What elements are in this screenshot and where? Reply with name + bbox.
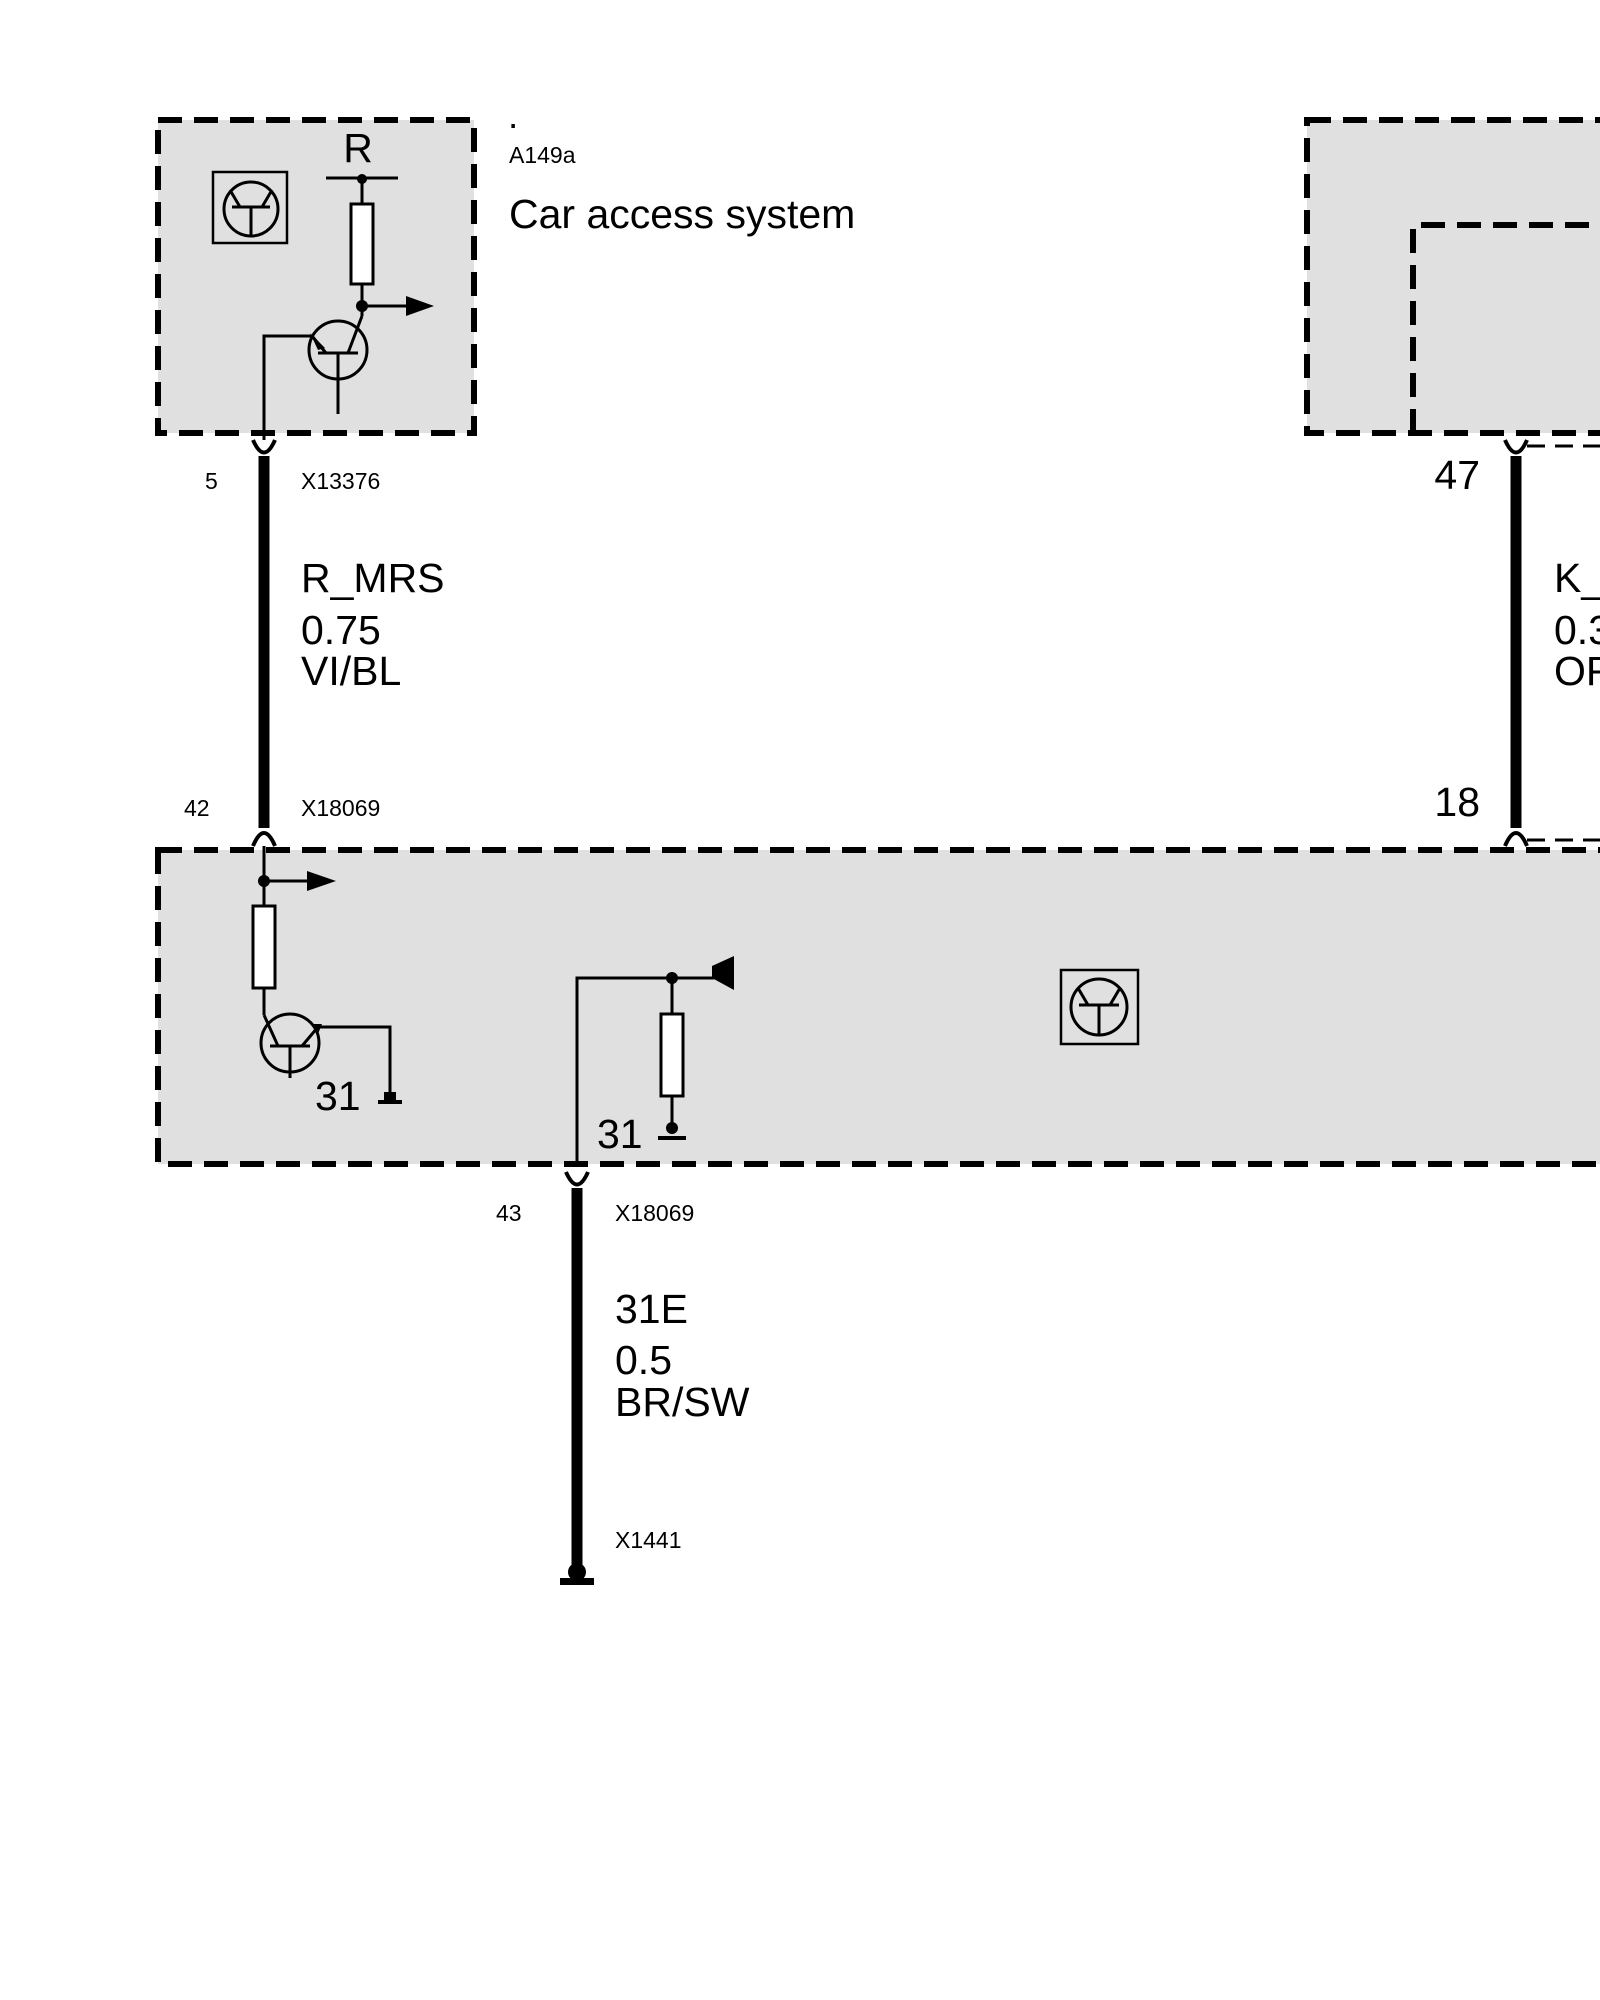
pin-18: 18: [1434, 779, 1480, 825]
wire-31e-color: BR/SW: [615, 1379, 750, 1425]
pin-5: 5: [205, 468, 218, 494]
ground-icon: [378, 1092, 402, 1104]
wire-right-color: OR: [1554, 648, 1600, 694]
signal-k: K_: [1554, 555, 1600, 601]
wire-31e[interactable]: [560, 1171, 594, 1585]
module-dot: .: [508, 95, 518, 136]
pin-47: 47: [1434, 452, 1480, 498]
input-arrow-icon: [712, 956, 734, 990]
module-title: Car access system: [509, 191, 855, 237]
ground-label-31-left: 31: [315, 1073, 361, 1119]
module-bottom[interactable]: 31 31: [155, 846, 1600, 1167]
ground-point-icon: [560, 1563, 594, 1585]
resistor-icon: [349, 202, 375, 286]
transistor-icon: [307, 315, 369, 414]
ground-point-x1441: X1441: [615, 1527, 682, 1553]
wire-k[interactable]: [1503, 439, 1600, 847]
wire-r-mrs[interactable]: [251, 439, 277, 847]
resistor-icon: [251, 904, 277, 990]
connector-x18069-bottom: X18069: [615, 1200, 694, 1226]
wire-color: VI/BL: [301, 648, 401, 694]
wire-cross-section: 0.75: [301, 607, 381, 653]
transistor-icon: [259, 1012, 322, 1078]
connector-x18069-top: X18069: [301, 795, 380, 821]
signal-31e: 31E: [615, 1286, 688, 1332]
resistor-icon: [659, 1012, 685, 1098]
signal-r-mrs: R_MRS: [301, 555, 445, 601]
pin-42: 42: [184, 795, 210, 821]
control-unit-icon: [1059, 968, 1140, 1046]
wire-right-cross-section: 0.3: [1554, 607, 1600, 653]
output-arrow-icon: [406, 296, 434, 316]
connector-x13376: X13376: [301, 468, 380, 494]
module-id: A149a: [509, 142, 576, 168]
resistor-label: R: [343, 125, 373, 171]
control-unit-icon: [211, 170, 289, 245]
pin-43: 43: [496, 1200, 522, 1226]
output-arrow-icon: [307, 871, 336, 891]
module-right[interactable]: [1304, 117, 1600, 436]
ground-label-31-center: 31: [597, 1111, 643, 1157]
module-car-access-system[interactable]: R: [155, 117, 477, 440]
wire-31e-cross-section: 0.5: [615, 1337, 672, 1383]
